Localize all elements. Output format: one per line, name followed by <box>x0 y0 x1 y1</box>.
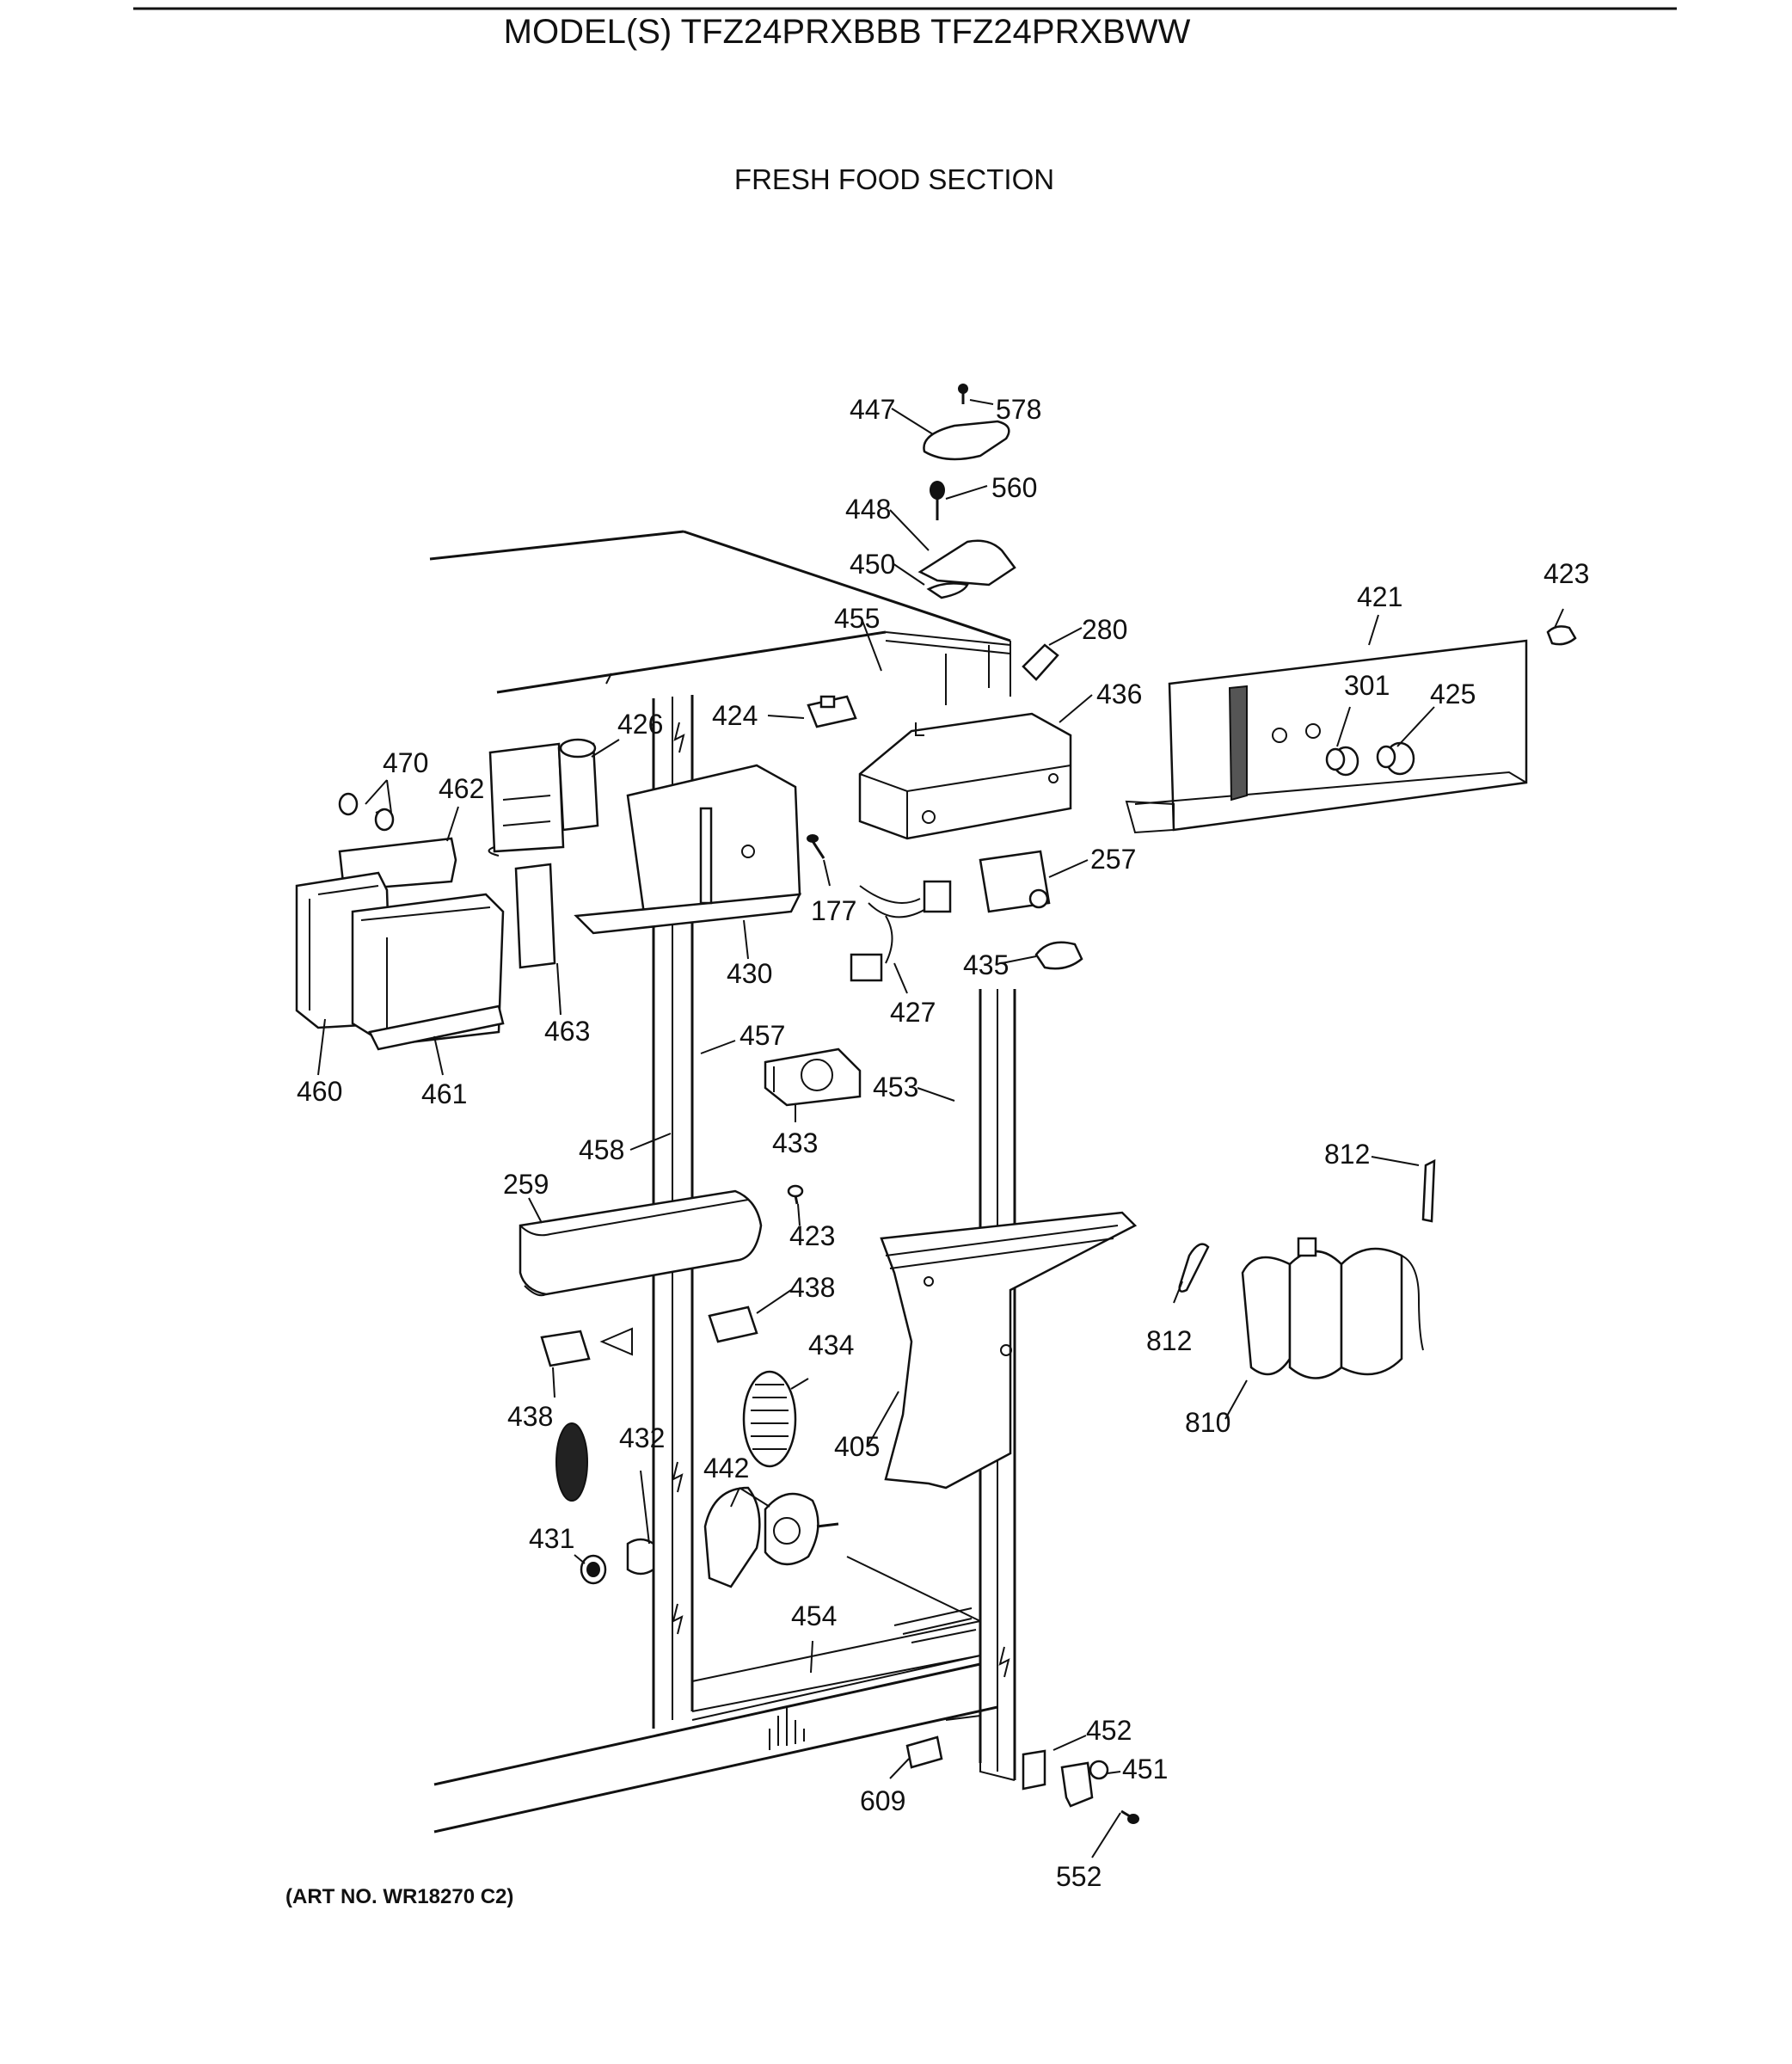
part-432-sleeve <box>626 1538 655 1576</box>
part-450-washer <box>926 582 969 599</box>
label-425: 425 <box>1430 679 1476 710</box>
part-438-socket-right <box>708 1305 758 1343</box>
part-451-hinge <box>1060 1760 1109 1808</box>
label-462: 462 <box>439 773 484 804</box>
label-177: 177 <box>811 895 856 926</box>
label-421: 421 <box>1357 581 1402 612</box>
label-448: 448 <box>845 494 891 525</box>
part-810-heater <box>1241 1237 1424 1379</box>
label-451: 451 <box>1122 1754 1168 1784</box>
part-438-socket-left <box>540 1327 633 1367</box>
label-301: 301 <box>1344 670 1390 701</box>
label-460: 460 <box>297 1076 342 1107</box>
label-810: 810 <box>1185 1407 1230 1438</box>
label-433: 433 <box>772 1127 818 1158</box>
part-452-shim <box>1022 1749 1046 1791</box>
part-609 <box>905 1735 943 1769</box>
part-442-fan-motor <box>703 1486 839 1588</box>
art-number: (ART NO. WR18270 C2) <box>285 1885 513 1908</box>
label-259: 259 <box>503 1169 549 1200</box>
label-578: 578 <box>996 394 1041 425</box>
label-430: 430 <box>727 958 772 989</box>
part-421-panel <box>1125 639 1528 834</box>
part-257-timer <box>979 850 1051 913</box>
part-280 <box>1022 643 1059 681</box>
label-423-mid: 423 <box>789 1220 835 1251</box>
part-461-housing <box>351 893 505 1051</box>
label-812-left: 812 <box>1146 1325 1192 1356</box>
part-423-cap <box>1546 625 1577 646</box>
part-552-screw <box>1120 1809 1139 1824</box>
label-424: 424 <box>712 700 758 731</box>
label-431: 431 <box>529 1523 574 1554</box>
label-458: 458 <box>579 1134 624 1165</box>
label-427: 427 <box>890 997 936 1028</box>
label-434: 434 <box>808 1330 854 1361</box>
label-426: 426 <box>617 709 663 740</box>
part-448-hinge <box>917 539 1016 587</box>
model-title: MODEL(S) TFZ24PRXBBB TFZ24PRXBWW <box>504 13 1191 51</box>
part-427-harness <box>850 880 952 982</box>
label-457: 457 <box>740 1020 785 1051</box>
part-812-tube-top <box>1421 1158 1436 1223</box>
part-426-damper <box>488 738 599 857</box>
label-450: 450 <box>850 549 895 580</box>
label-447: 447 <box>850 394 895 425</box>
label-436: 436 <box>1096 679 1142 710</box>
part-435 <box>1034 941 1083 970</box>
part-447-cover <box>923 420 1010 461</box>
label-461: 461 <box>421 1078 467 1109</box>
label-257: 257 <box>1090 844 1136 875</box>
part-405-duct <box>880 1211 1138 1490</box>
part-560-screw <box>930 481 945 520</box>
label-438-left: 438 <box>507 1401 553 1432</box>
label-432: 432 <box>619 1422 665 1453</box>
part-301-knob <box>1325 746 1359 777</box>
part-423-bulb <box>787 1184 804 1205</box>
label-442: 442 <box>703 1453 749 1484</box>
label-405: 405 <box>834 1431 880 1462</box>
part-463 <box>514 863 556 969</box>
section-title: FRESH FOOD SECTION <box>734 163 1054 195</box>
part-259-cover <box>519 1189 763 1297</box>
label-455: 455 <box>834 603 880 634</box>
label-812-top: 812 <box>1324 1139 1370 1170</box>
label-560: 560 <box>991 472 1037 503</box>
label-454: 454 <box>791 1600 837 1631</box>
part-812-tube-left <box>1178 1243 1210 1293</box>
part-434-grille <box>742 1370 797 1468</box>
label-280: 280 <box>1082 614 1127 645</box>
label-435: 435 <box>963 949 1009 980</box>
leader-lines <box>317 399 1564 1858</box>
label-452: 452 <box>1086 1715 1132 1746</box>
part-424-switch <box>807 695 857 728</box>
label-423-top: 423 <box>1543 558 1589 589</box>
label-470: 470 <box>383 747 428 778</box>
label-463: 463 <box>544 1016 590 1047</box>
label-453: 453 <box>873 1072 918 1103</box>
part-436-housing <box>858 712 1072 840</box>
part-431-grommet <box>555 1422 607 1585</box>
part-433-fan <box>764 1047 862 1107</box>
part-578-screw <box>958 384 968 404</box>
part-labels: 578 447 560 448 450 455 280 423 421 436 … <box>297 394 1589 1892</box>
label-609: 609 <box>860 1785 905 1816</box>
part-177-screw <box>807 834 825 859</box>
label-552: 552 <box>1056 1861 1102 1892</box>
part-470 <box>338 792 395 832</box>
part-430-mount <box>574 764 802 935</box>
label-438-right: 438 <box>789 1272 835 1303</box>
